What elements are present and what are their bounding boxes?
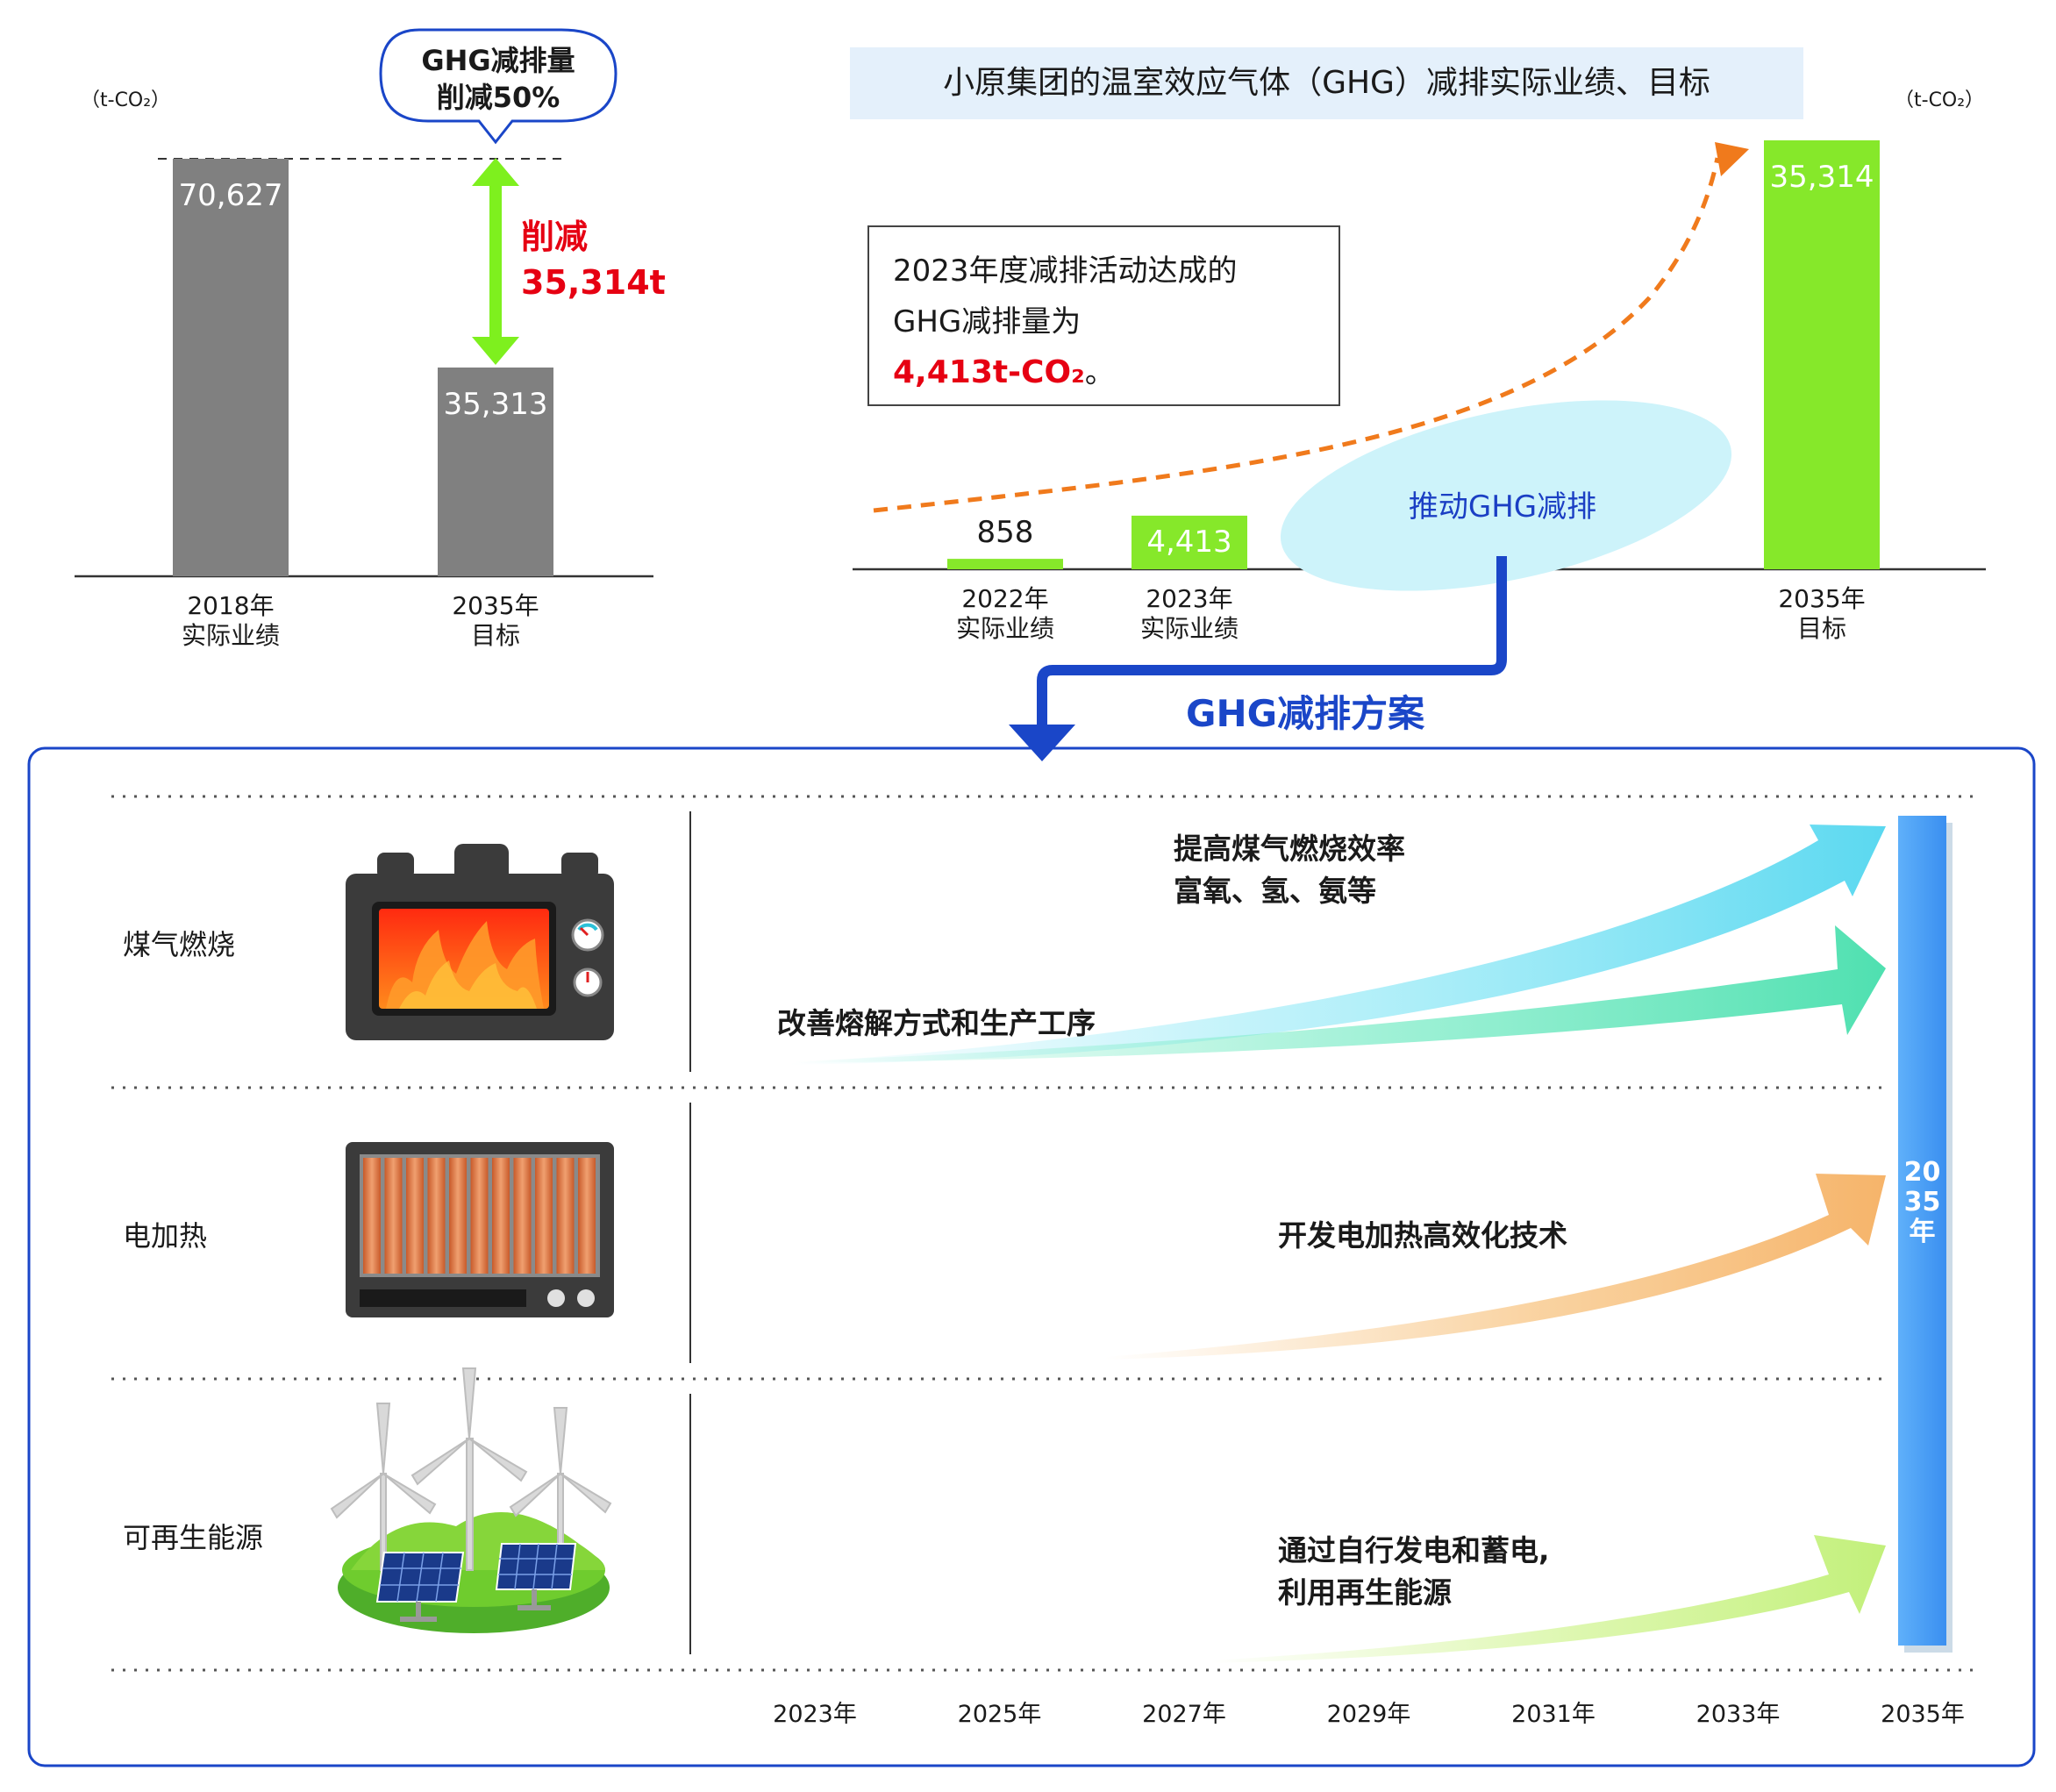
plan-connector-arrow [1037,556,1507,728]
category-label-2018: 2018年 实际业绩 [181,591,280,650]
heater-coil [513,1158,532,1274]
measure-electric-heating: 开发电加热高效化技术 [1278,1218,1567,1253]
bar-2035 [438,368,553,576]
right-chart-unit: （t-CO₂） [1895,89,1985,111]
heater-coil [492,1158,510,1274]
sweep-arrow-renewable [1210,1535,1886,1663]
row-label-renewable: 可再生能源 [123,1521,264,1554]
reduction-amount: 削减 35,314t [521,218,666,302]
category-label-2022: 2022年 实际业绩 [955,584,1054,643]
heater-coil [384,1158,403,1274]
heater-coil [578,1158,596,1274]
plan-frame [27,746,2036,1767]
heater-coil [535,1158,553,1274]
bar-2035-target [1764,140,1880,569]
heater-coil [363,1158,381,1274]
timeline-year-label: 2023年 [773,1701,857,1728]
target-2035-bar [1898,816,1946,1646]
bar-2022 [947,559,1063,569]
left-chart-unit: （t-CO₂） [81,89,171,111]
bar-2023 [1132,515,1247,569]
ghg-promotion-ellipse [1280,400,1732,591]
timeline-year-label: 2029年 [1326,1701,1411,1728]
target-2035-label: 2035年 [1903,1157,1941,1247]
plan-connector-arrowhead [1009,725,1075,761]
reduction-bubble [379,28,618,145]
sweep-arrow-melting-process [794,925,1886,1063]
heater-coil [427,1158,446,1274]
heater-coil [470,1158,489,1274]
title-box [850,47,1803,119]
electric-heater-icon [346,1142,614,1317]
wind-solar-icon [330,1367,612,1633]
note-value: 4,413t-CO₂ [893,354,1085,390]
timeline-year-label: 2033年 [1695,1701,1781,1728]
timeline-year-label: 2031年 [1511,1701,1596,1728]
measure-combustion-efficiency: 提高煤气燃烧效率 富氧、氢、氨等 [1174,832,1405,908]
bar-value-2022: 858 [976,515,1034,551]
bar-2018 [173,159,289,576]
measure-renewable: 通过自行发电和蓄电, 利用再生能源 [1278,1533,1550,1610]
category-label-2035: 2035年 目标 [452,591,539,650]
heater-coil [406,1158,424,1274]
trend-arrowhead [1715,142,1749,176]
sweep-arrow-electric-heating [1105,1174,1886,1360]
heater-coil [449,1158,467,1274]
plan-heading: GHG减排方案 [1186,692,1425,735]
chart-title: 小原集团的温室效应气体（GHG）减排实际业绩、目标 [943,65,1710,101]
trend-dashed-arrow [873,157,1720,513]
sweep-arrow-combustion-efficiency [789,825,1886,1065]
reduction-double-arrow [472,158,519,365]
row-label-electric: 电加热 [123,1219,208,1253]
bar-value-2018: 70,627 [178,178,283,213]
category-label-2035-target: 2035年 目标 [1778,584,1866,643]
note-box [867,225,1340,406]
furnace-icon [346,844,614,1040]
bar-value-2035-target: 35,314 [1769,160,1874,195]
reduction-bubble-text: GHG减排量 削减50% [421,44,575,114]
timeline-year-label: 2027年 [1142,1701,1226,1728]
timeline-year-label: 2025年 [957,1701,1042,1728]
note-text: 2023年度减排活动达成的 GHG减排量为 4,413t-CO₂。 [893,253,1238,390]
ghg-promotion-label: 推动GHG减排 [1408,489,1597,525]
heater-coil [556,1158,575,1274]
timeline-year-label: 2035年 [1881,1701,1965,1728]
category-label-2023: 2023年 实际业绩 [1139,584,1239,643]
measure-melting-process: 改善熔解方式和生产工序 [777,1006,1096,1040]
bar-value-2023: 4,413 [1146,524,1232,560]
bar-value-2035: 35,313 [443,387,548,422]
row-label-gas: 煤气燃烧 [123,928,236,961]
